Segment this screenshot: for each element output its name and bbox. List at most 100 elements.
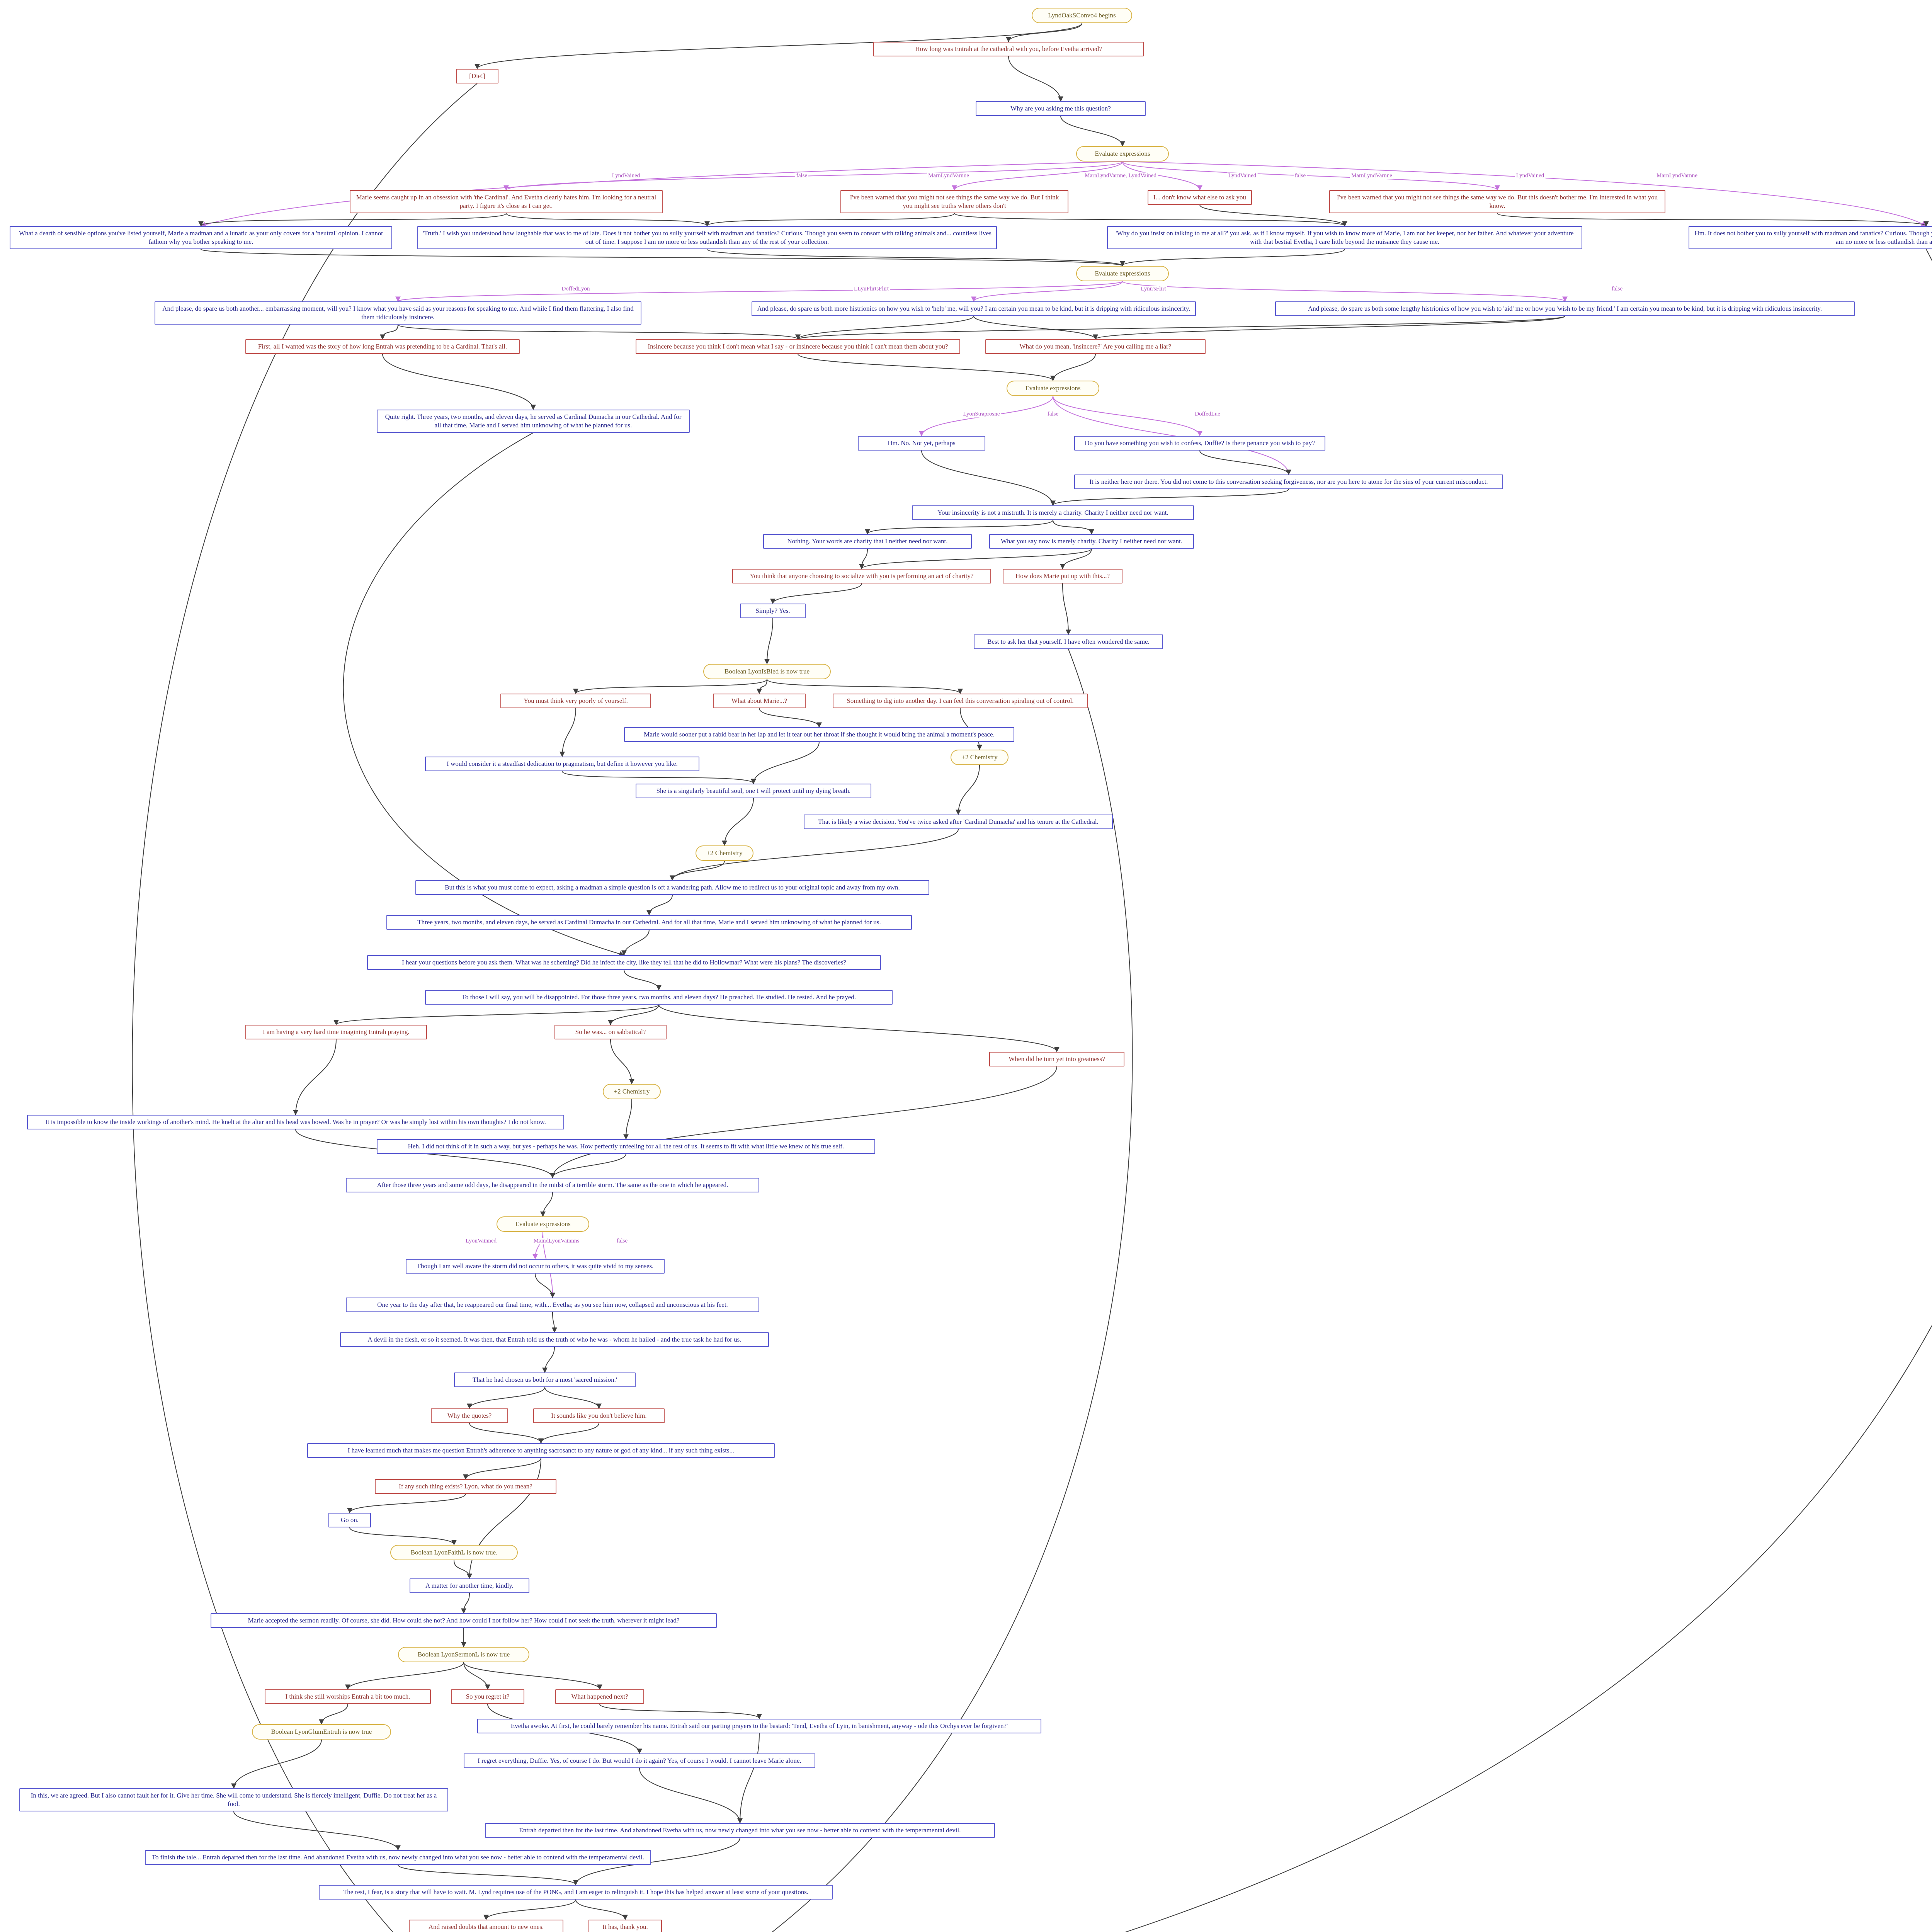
edge xyxy=(1199,450,1291,475)
system-node[interactable]: +2 Chemistry xyxy=(696,845,753,861)
system-node[interactable]: +2 Chemistry xyxy=(603,1084,661,1100)
player-choice-node[interactable]: How does Marie put up with this...? xyxy=(1003,569,1122,584)
npc-dialogue-node[interactable]: What a dearth of sensible options you've… xyxy=(10,226,392,250)
edge xyxy=(646,895,673,916)
edge-condition-label: LyonVainned xyxy=(464,1238,498,1245)
player-choice-node[interactable]: First, all I wanted was the story of how… xyxy=(245,339,520,354)
npc-dialogue-node[interactable]: Marie would sooner put a rabid bear in h… xyxy=(624,727,1014,742)
edge xyxy=(1008,56,1063,102)
player-choice-node[interactable]: And raised doubts that amount to new one… xyxy=(409,1920,563,1932)
player-choice-node[interactable]: What do you mean, 'insincere?' Are you c… xyxy=(985,339,1206,354)
npc-dialogue-node[interactable]: Quite right. Three years, two months, an… xyxy=(377,410,690,433)
edge xyxy=(575,1899,628,1920)
npc-dialogue-node[interactable]: Marie accepted the sermon readily. Of co… xyxy=(211,1613,717,1628)
player-choice-node[interactable]: [Die!] xyxy=(456,69,498,84)
player-choice-node[interactable]: So he was... on sabbatical? xyxy=(554,1025,667,1040)
player-choice-node[interactable]: If any such thing exists? Lyon, what do … xyxy=(375,1479,556,1494)
npc-dialogue-node[interactable]: And please, do spare us both some length… xyxy=(1275,301,1855,316)
npc-dialogue-node[interactable]: After those three years and some odd day… xyxy=(346,1178,759,1193)
player-choice-node[interactable]: How long was Entrah at the cathedral wit… xyxy=(873,42,1144,57)
npc-dialogue-node[interactable]: Why are you asking me this question? xyxy=(976,101,1146,116)
npc-dialogue-node[interactable]: Nothing. Your words are charity that I n… xyxy=(763,534,972,549)
npc-dialogue-node[interactable]: I regret everything, Duffie. Yes, of cou… xyxy=(464,1753,815,1769)
edge xyxy=(319,1704,348,1725)
npc-dialogue-node[interactable]: It is neither here nor there. You did no… xyxy=(1074,474,1503,490)
player-choice-node[interactable]: Insincere because you think I don't mean… xyxy=(636,339,960,354)
npc-dialogue-node[interactable]: I have learned much that makes me questi… xyxy=(307,1443,775,1458)
player-choice-node[interactable]: You think that anyone choosing to social… xyxy=(732,569,991,584)
edge-condition-label: LyonStraprosne xyxy=(962,411,1001,418)
npc-dialogue-node[interactable]: She is a singularly beautiful soul, one … xyxy=(636,784,871,799)
system-node[interactable]: Boolean LyonIsBled is now true xyxy=(703,664,831,680)
npc-dialogue-node[interactable]: It is impossible to know the inside work… xyxy=(27,1115,564,1130)
system-node[interactable]: Boolean LyonGlumEntruh is now true xyxy=(252,1724,391,1740)
npc-dialogue-node[interactable]: Your insincerity is not a mistruth. It i… xyxy=(912,505,1194,520)
npc-dialogue-node[interactable]: That he had chosen us both for a most 's… xyxy=(454,1372,636,1388)
npc-dialogue-node[interactable]: Simply? Yes. xyxy=(740,604,806,619)
npc-dialogue-node[interactable]: A matter for another time, kindly. xyxy=(410,1578,529,1594)
system-node[interactable]: LyndOakSConvo4 begins xyxy=(1032,8,1132,24)
system-node[interactable]: Boolean LyonSermonL is now true xyxy=(398,1647,529,1663)
conditional-edge xyxy=(532,1231,543,1260)
npc-dialogue-node[interactable]: Best to ask her that yourself. I have of… xyxy=(974,634,1163,650)
player-choice-node[interactable]: Something to dig into another day. I can… xyxy=(833,694,1088,709)
npc-dialogue-node[interactable]: Do you have something you wish to confes… xyxy=(1074,436,1325,451)
npc-dialogue-node[interactable]: And please, do spare us both another... … xyxy=(155,301,641,325)
system-node[interactable]: Evaluate expressions xyxy=(1007,381,1099,396)
player-choice-node[interactable]: So you regret it? xyxy=(451,1689,524,1704)
edge xyxy=(757,679,767,694)
npc-dialogue-node[interactable]: 'Why do you insist on talking to me at a… xyxy=(1107,226,1582,250)
edge-condition-label: MaindLyonVainnns xyxy=(532,1238,581,1245)
system-node[interactable]: Evaluate expressions xyxy=(1076,146,1169,162)
player-choice-node[interactable]: You must think very poorly of yourself. xyxy=(500,694,651,709)
system-node[interactable]: Evaluate expressions xyxy=(497,1216,589,1232)
npc-dialogue-node[interactable]: That is likely a wise decision. You've t… xyxy=(804,815,1113,830)
player-choice-node[interactable]: When did he turn yet into greatness? xyxy=(989,1052,1124,1067)
npc-dialogue-node[interactable]: What you say now is merely charity. Char… xyxy=(989,534,1194,549)
edge-condition-label: false xyxy=(1293,172,1307,179)
npc-dialogue-node[interactable]: Hm. No. Not yet, perhaps xyxy=(858,436,985,451)
edge xyxy=(1062,583,1071,635)
npc-dialogue-node[interactable]: I would consider it a steadfast dedicati… xyxy=(425,757,699,772)
edge xyxy=(1053,520,1094,535)
edge-condition-label: MarnLyndVarnne xyxy=(927,172,970,179)
npc-dialogue-node[interactable]: To finish the tale... Entrah departed th… xyxy=(145,1850,651,1865)
player-choice-node[interactable]: What happened next? xyxy=(555,1689,644,1704)
system-node[interactable]: Evaluate expressions xyxy=(1076,266,1169,282)
npc-dialogue-node[interactable]: One year to the day after that, he reapp… xyxy=(346,1298,759,1313)
player-choice-node[interactable]: I've been warned that you might not see … xyxy=(1329,190,1665,214)
npc-dialogue-node[interactable]: The rest, I fear, is a story that will h… xyxy=(319,1885,833,1900)
npc-dialogue-node[interactable]: To those I will say, you will be disappo… xyxy=(425,990,893,1005)
player-choice-node[interactable]: I... don't know what else to ask you xyxy=(1148,190,1252,205)
npc-dialogue-node[interactable]: Though I am well aware the storm did not… xyxy=(406,1259,665,1274)
npc-dialogue-node[interactable]: And please, do spare us both more histri… xyxy=(752,301,1196,316)
npc-dialogue-node[interactable]: In this, we are agreed. But I also canno… xyxy=(19,1788,448,1812)
edge xyxy=(463,1458,541,1480)
npc-dialogue-node[interactable]: A devil in the flesh, or so it seemed. I… xyxy=(340,1332,769,1347)
npc-dialogue-node[interactable]: Go on. xyxy=(328,1513,371,1528)
player-choice-node[interactable]: I am having a very hard time imagining E… xyxy=(245,1025,427,1040)
player-choice-node[interactable]: It has, thank you. xyxy=(588,1920,662,1932)
player-choice-node[interactable]: It sounds like you don't believe him. xyxy=(533,1408,665,1423)
player-choice-node[interactable]: Why the quotes? xyxy=(431,1408,508,1423)
player-choice-node[interactable]: I think she still worships Entrah a bit … xyxy=(265,1689,431,1704)
npc-dialogue-node[interactable]: I hear your questions before you ask the… xyxy=(367,955,881,970)
npc-dialogue-node[interactable]: Heh. I did not think of it in such a way… xyxy=(377,1139,875,1154)
npc-dialogue-node[interactable]: Entrah departed then for the last time. … xyxy=(485,1823,995,1838)
edge xyxy=(198,213,507,227)
edge xyxy=(380,324,398,340)
npc-dialogue-node[interactable]: 'Truth.' I wish you understood how laugh… xyxy=(417,226,997,250)
system-node[interactable]: Boolean LyonFaithL is now true. xyxy=(390,1545,518,1561)
npc-dialogue-node[interactable]: Hm. It does not bother you to sully your… xyxy=(1689,226,1932,250)
player-choice-node[interactable]: Marie seems caught up in an obsession wi… xyxy=(350,190,663,214)
edge-condition-label: LyndVained xyxy=(1227,172,1258,179)
player-choice-node[interactable]: What about Marie...? xyxy=(713,694,806,709)
edge-condition-label: false xyxy=(795,172,809,179)
system-node[interactable]: +2 Chemistry xyxy=(951,750,1009,765)
player-choice-node[interactable]: I've been warned that you might not see … xyxy=(840,190,1068,214)
npc-dialogue-node[interactable]: But this is what you must come to expect… xyxy=(415,880,929,895)
edge xyxy=(560,708,576,757)
npc-dialogue-node[interactable]: Three years, two months, and eleven days… xyxy=(386,915,912,930)
npc-dialogue-node[interactable]: Evetha awoke. At first, he could barely … xyxy=(477,1719,1041,1734)
